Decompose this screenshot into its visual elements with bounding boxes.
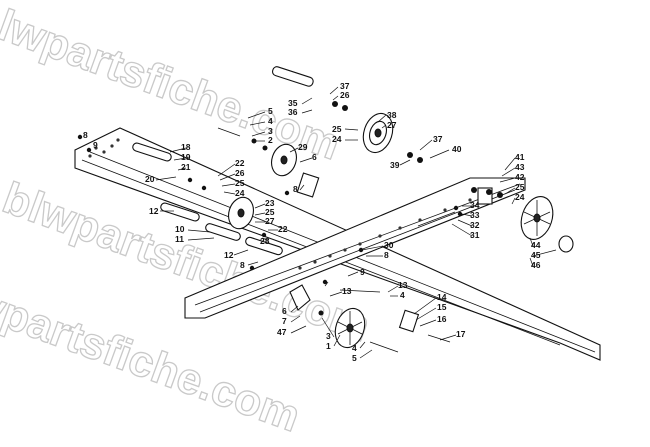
callout-12: 12 xyxy=(224,250,234,260)
callout-4: 4 xyxy=(352,343,357,353)
callout-8: 8 xyxy=(83,130,88,140)
callout-2: 2 xyxy=(268,135,273,145)
callout-34: 34 xyxy=(470,200,480,210)
cross-shafts xyxy=(132,66,314,256)
leader-lines xyxy=(155,86,557,359)
callout-27: 27 xyxy=(265,216,275,226)
callout-1: 1 xyxy=(326,341,331,351)
callout-6: 6 xyxy=(282,306,287,316)
callout-4: 4 xyxy=(400,290,405,300)
callout-30: 30 xyxy=(384,240,394,250)
idler-wheel-left xyxy=(228,196,254,230)
callout-5: 5 xyxy=(268,106,273,116)
callout-26: 26 xyxy=(235,168,245,178)
callout-46: 46 xyxy=(531,260,541,270)
callout-24: 24 xyxy=(235,188,245,198)
callout-8: 8 xyxy=(240,260,245,270)
callout-37: 37 xyxy=(340,81,350,91)
callout-31: 31 xyxy=(470,230,480,240)
callout-19: 19 xyxy=(181,152,191,162)
callout-11: 11 xyxy=(175,234,184,244)
callout-45: 45 xyxy=(531,250,541,260)
end-cap xyxy=(558,235,574,253)
callout-35: 35 xyxy=(288,98,298,108)
callout-18: 18 xyxy=(181,142,191,152)
callout-labels: 37 26 35 36 5 4 3 2 38 27 25 24 37 40 39… xyxy=(83,81,541,363)
callout-25: 25 xyxy=(265,207,275,217)
callout-36: 36 xyxy=(288,107,298,117)
callout-39: 39 xyxy=(390,160,400,170)
callout-24: 24 xyxy=(515,192,525,202)
right-rail xyxy=(184,177,526,319)
callout-9: 9 xyxy=(360,267,365,277)
callout-24: 24 xyxy=(332,134,342,144)
watermark-line-1: blwpartsfiche.com xyxy=(0,0,346,170)
callout-41: 41 xyxy=(515,152,525,162)
callout-14: 14 xyxy=(437,292,447,302)
callout-7: 7 xyxy=(282,316,287,326)
callout-29: 29 xyxy=(298,142,308,152)
callout-25: 25 xyxy=(235,178,245,188)
rear-wheel-bottom xyxy=(334,307,366,349)
callout-33: 33 xyxy=(470,210,480,220)
callout-20: 20 xyxy=(145,174,155,184)
callout-13: 13 xyxy=(342,286,352,296)
callout-8: 8 xyxy=(384,250,389,260)
callout-25: 25 xyxy=(332,124,342,134)
rear-wheel-right xyxy=(520,196,554,240)
callout-28: 28 xyxy=(260,236,270,246)
callout-15: 15 xyxy=(437,302,447,312)
callout-32: 32 xyxy=(470,220,480,230)
callout-10: 10 xyxy=(175,224,185,234)
callout-42: 42 xyxy=(515,172,525,182)
callout-21: 21 xyxy=(181,162,191,172)
callout-12: 12 xyxy=(149,206,159,216)
callout-4: 4 xyxy=(268,116,273,126)
callout-13: 13 xyxy=(398,280,408,290)
callout-26: 26 xyxy=(340,90,350,100)
callout-8: 8 xyxy=(293,184,298,194)
callout-3: 3 xyxy=(268,126,273,136)
callout-23: 23 xyxy=(265,198,275,208)
callout-17: 17 xyxy=(456,329,466,339)
callout-47: 47 xyxy=(277,327,287,337)
callout-40: 40 xyxy=(452,144,462,154)
callout-27: 27 xyxy=(387,120,397,130)
callout-25: 25 xyxy=(515,182,525,192)
callout-37: 37 xyxy=(433,134,443,144)
callout-22: 22 xyxy=(278,224,288,234)
idler-wheel-top xyxy=(362,112,394,154)
callout-9: 9 xyxy=(93,140,98,150)
callout-5: 5 xyxy=(352,353,357,363)
callout-6: 6 xyxy=(312,152,317,162)
callout-16: 16 xyxy=(437,314,447,324)
callout-38: 38 xyxy=(387,110,397,120)
callout-44: 44 xyxy=(531,240,541,250)
callout-3: 3 xyxy=(326,331,331,341)
callout-22: 22 xyxy=(235,158,245,168)
callout-43: 43 xyxy=(515,162,525,172)
hardware xyxy=(77,101,503,353)
